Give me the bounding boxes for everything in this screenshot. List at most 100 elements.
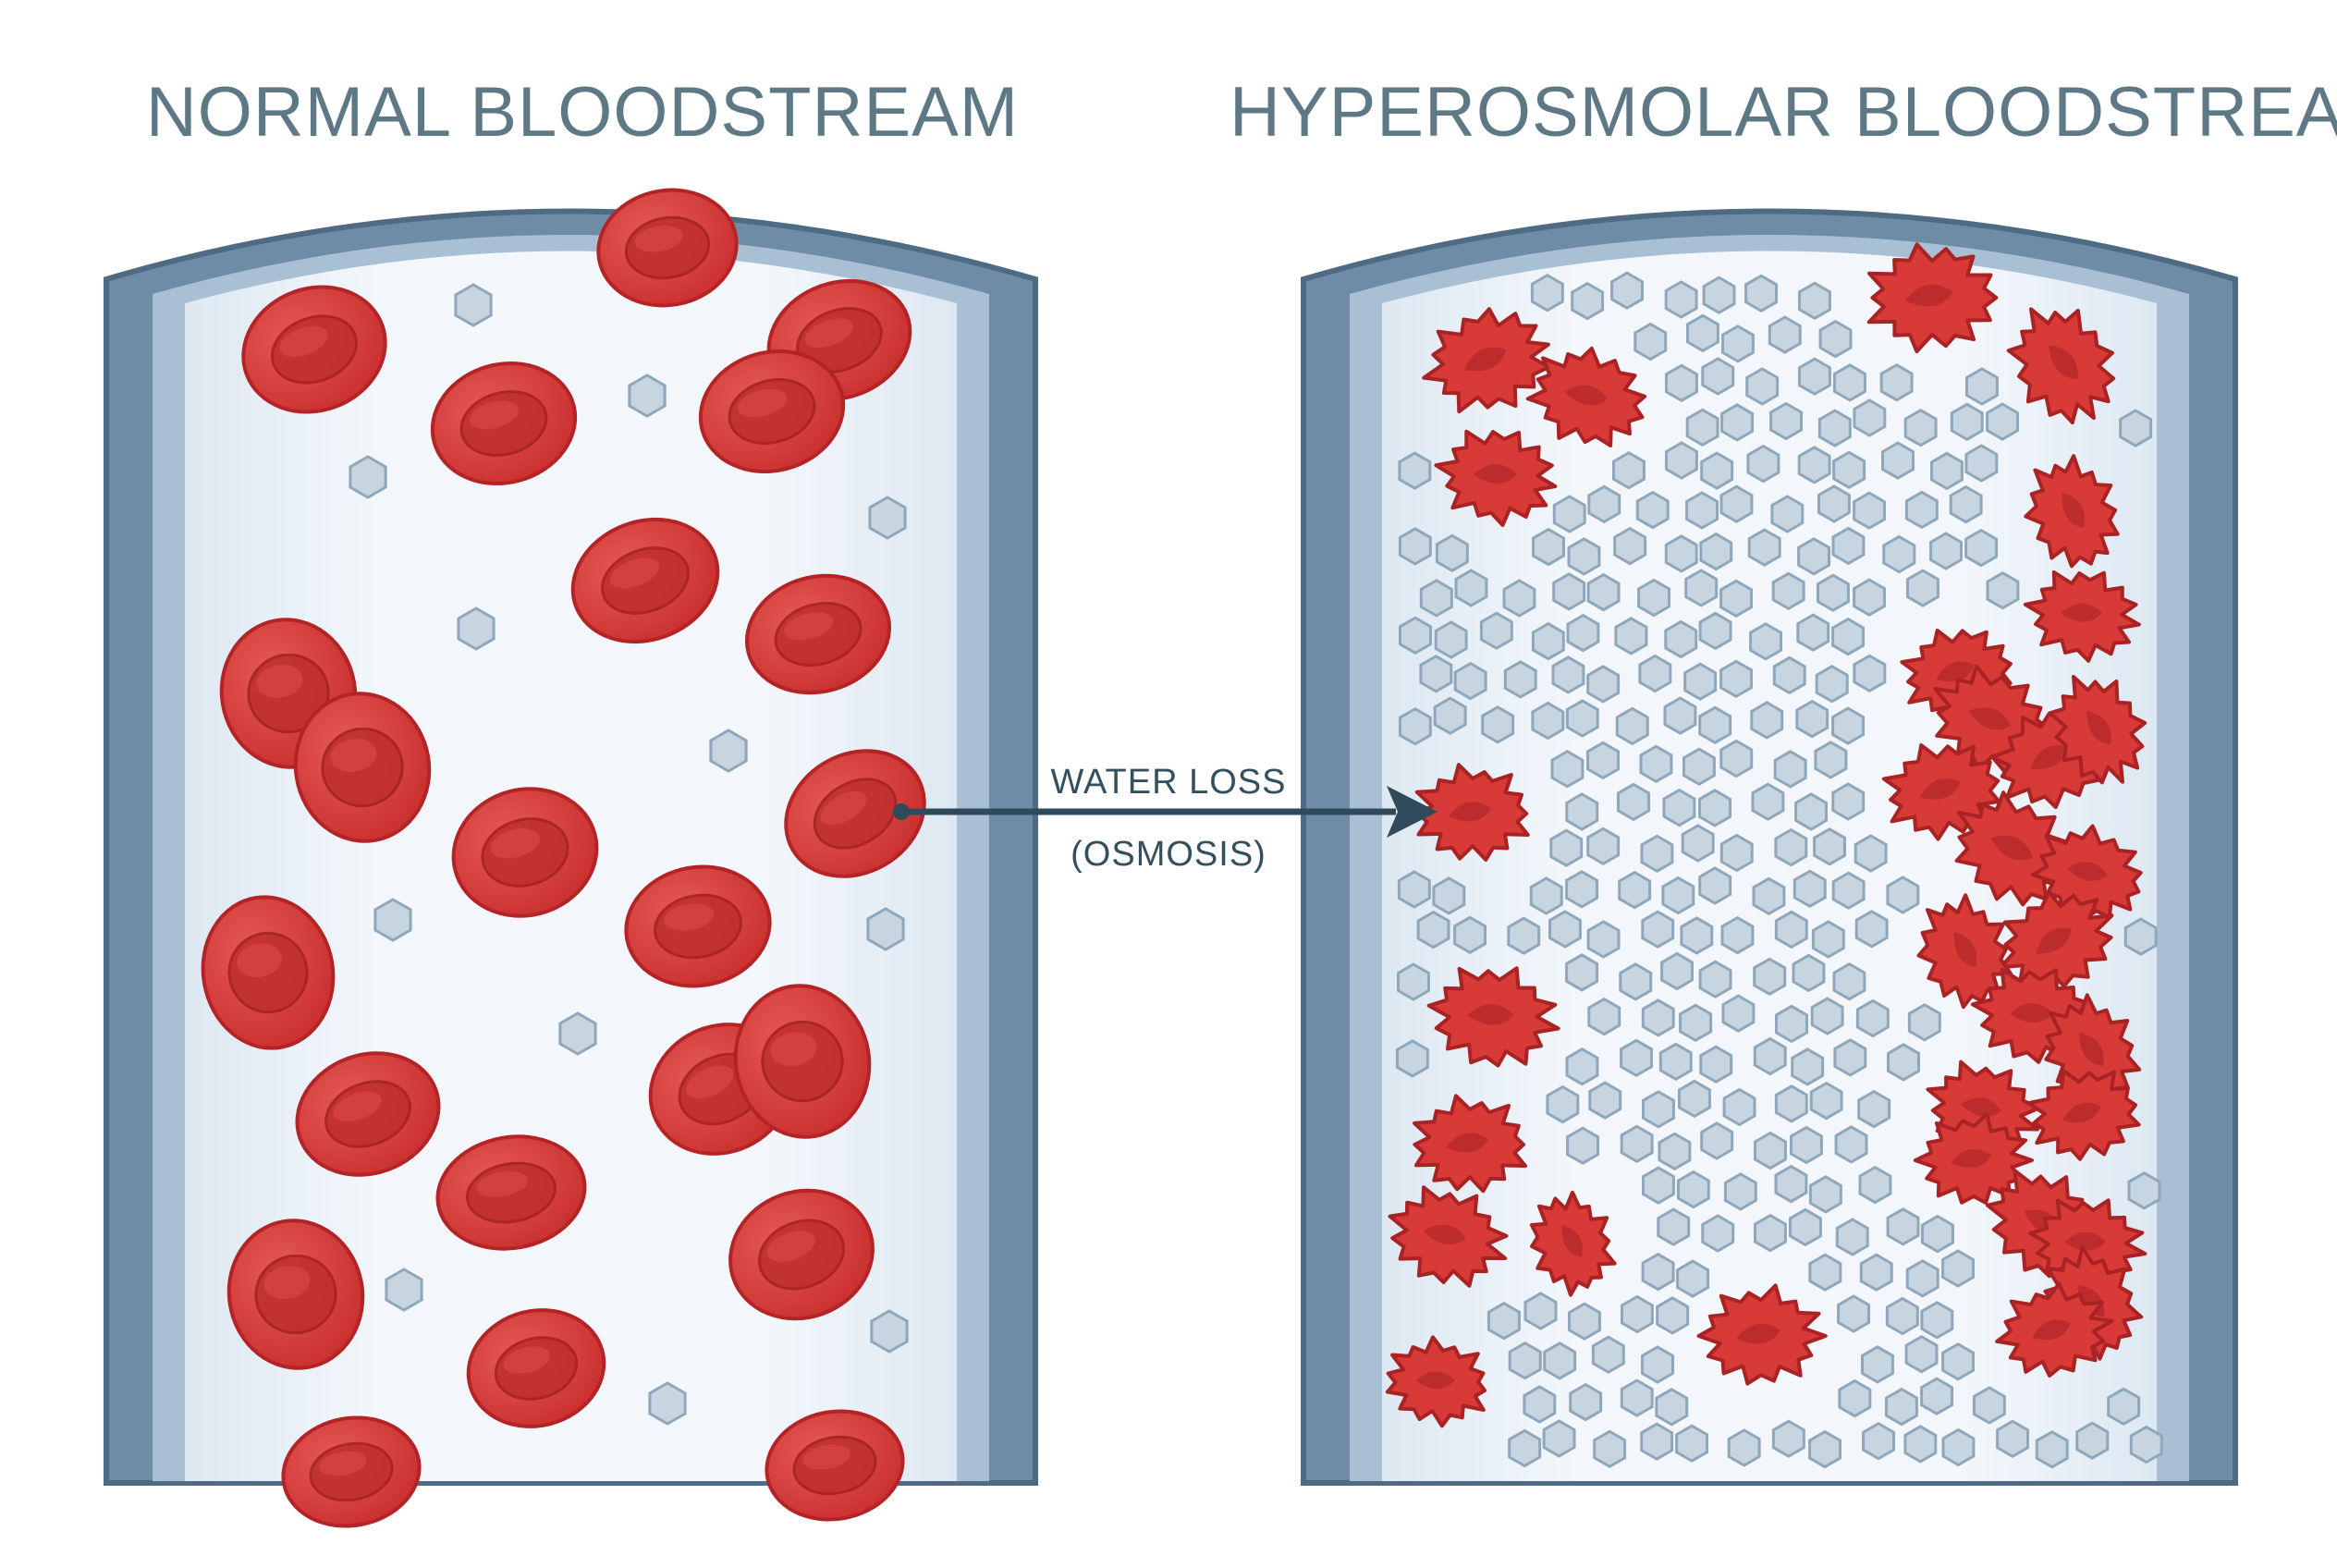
solute-particle: [1721, 994, 1756, 1033]
solute-particle: [1950, 402, 1984, 442]
solute-particle: [558, 1011, 597, 1056]
solute-particle: [1614, 617, 1648, 655]
arrow-tail-dot: [893, 803, 910, 820]
solute-particle: [1747, 528, 1781, 567]
solute-particle: [1641, 1345, 1674, 1384]
solute-particle: [1813, 827, 1846, 866]
solute-particle: [1774, 1084, 1808, 1123]
solute-particle: [1792, 953, 1826, 993]
solute-particle: [1833, 1038, 1867, 1077]
solute-particle: [1656, 1296, 1690, 1335]
solute-particle: [1964, 528, 1998, 568]
solute-particle: [1771, 1419, 1805, 1458]
solute-particle: [2035, 1430, 2069, 1469]
solute-particle: [1548, 910, 1582, 949]
solute-particle: [1531, 621, 1565, 661]
solute-particle: [1610, 271, 1644, 310]
solute-particle: [1885, 1387, 1918, 1427]
solute-particle: [1906, 569, 1939, 607]
solute-particle: [1771, 571, 1805, 611]
solute-particle: [1797, 537, 1830, 576]
solute-particle: [1920, 1377, 1953, 1415]
solute-particle: [1795, 699, 1829, 739]
solute-particle: [1858, 1165, 1892, 1205]
solute-particle: [1833, 363, 1866, 402]
hyperosmolar-bloodstream-title: HYPEROSMOLAR BLOODSTREAM: [1230, 73, 2337, 152]
solute-particle: [1798, 281, 1831, 321]
solute-particle: [1700, 451, 1734, 490]
solute-particle: [1664, 280, 1698, 319]
solute-particle: [1433, 696, 1467, 735]
red-blood-cell: [226, 1219, 365, 1370]
solute-particle: [1720, 915, 1755, 955]
solute-particle: [1879, 362, 1914, 402]
solute-particle: [373, 898, 412, 942]
solute-particle: [1641, 910, 1675, 949]
solute-particle: [1831, 782, 1866, 821]
solute-particle: [1754, 1213, 1787, 1253]
solute-particle: [1479, 611, 1513, 650]
solute-particle: [1790, 1125, 1823, 1165]
solute-particle: [1905, 1259, 1939, 1298]
solute-particle: [1941, 1342, 1975, 1381]
crenated-red-blood-cells: [1385, 242, 2147, 1428]
solute-particle: [1754, 1131, 1787, 1170]
solute-particle: [385, 1268, 423, 1312]
solute-particle: [1744, 274, 1778, 313]
solute-particle: [1676, 1259, 1709, 1298]
solute-particle: [1808, 1429, 1841, 1469]
crenated-cell: [1385, 1335, 1487, 1428]
solute-particle: [1454, 569, 1488, 607]
solute-particle: [1453, 915, 1487, 955]
red-blood-cell: [733, 984, 872, 1139]
solute-particle: [1808, 1253, 1842, 1292]
solute-particle: [2075, 1421, 2110, 1460]
solute-particle: [1612, 450, 1646, 490]
solute-particle: [1751, 782, 1785, 821]
solute-particle: [648, 1381, 687, 1426]
solute-particle: [709, 729, 748, 773]
solute-particle: [1887, 1043, 1920, 1082]
crenated-cell: [2030, 824, 2143, 920]
solute-particle: [1903, 408, 1938, 447]
solute-particle: [1529, 876, 1563, 915]
solute-particle: [1772, 655, 1806, 695]
solute-particle: [1637, 578, 1670, 618]
solute-particle: [1619, 962, 1653, 1001]
solute-particle: [1986, 402, 2019, 441]
solute-particle: [1487, 1301, 1521, 1341]
solute-particle: [1811, 920, 1845, 959]
solute-particle: [1774, 910, 1808, 949]
solute-particle: [1640, 1422, 1674, 1461]
solute-particle: [1789, 1207, 1822, 1247]
solute-particle: [1588, 1081, 1622, 1120]
solute-particle: [1508, 1341, 1542, 1380]
solute-particle: [1817, 484, 1851, 523]
crenated-cell: [1426, 966, 1560, 1068]
crenated-cell: [1525, 346, 1647, 447]
crenated-cell: [2006, 307, 2116, 425]
solute-particle: [1831, 526, 1866, 566]
solute-particle: [1719, 659, 1753, 699]
solute-particle: [1859, 1253, 1893, 1292]
solute-particle: [1814, 741, 1848, 779]
red-blood-cell: [466, 1308, 606, 1428]
solute-particle: [1986, 570, 2020, 610]
solute-particle: [1719, 484, 1754, 523]
solute-particle: [1432, 876, 1466, 915]
solute-particle: [1699, 1045, 1733, 1084]
solute-particle: [1591, 1335, 1625, 1374]
solute-particle: [1683, 662, 1718, 701]
solute-particle: [1698, 705, 1732, 745]
solute-particle: [1565, 792, 1599, 831]
solute-particle: [1665, 363, 1698, 403]
solute-particle: [1552, 495, 1586, 533]
crenated-cell: [1422, 307, 1551, 414]
normal-bloodstream-title: NORMAL BLOODSTREAM: [145, 73, 1020, 152]
solute-particle: [1719, 833, 1754, 873]
solute-particle: [1996, 1419, 2029, 1459]
crenated-cell: [2024, 454, 2120, 569]
solute-particle: [1685, 491, 1719, 530]
solute-particle: [1542, 1419, 1576, 1458]
solute-particle: [1753, 1036, 1787, 1076]
